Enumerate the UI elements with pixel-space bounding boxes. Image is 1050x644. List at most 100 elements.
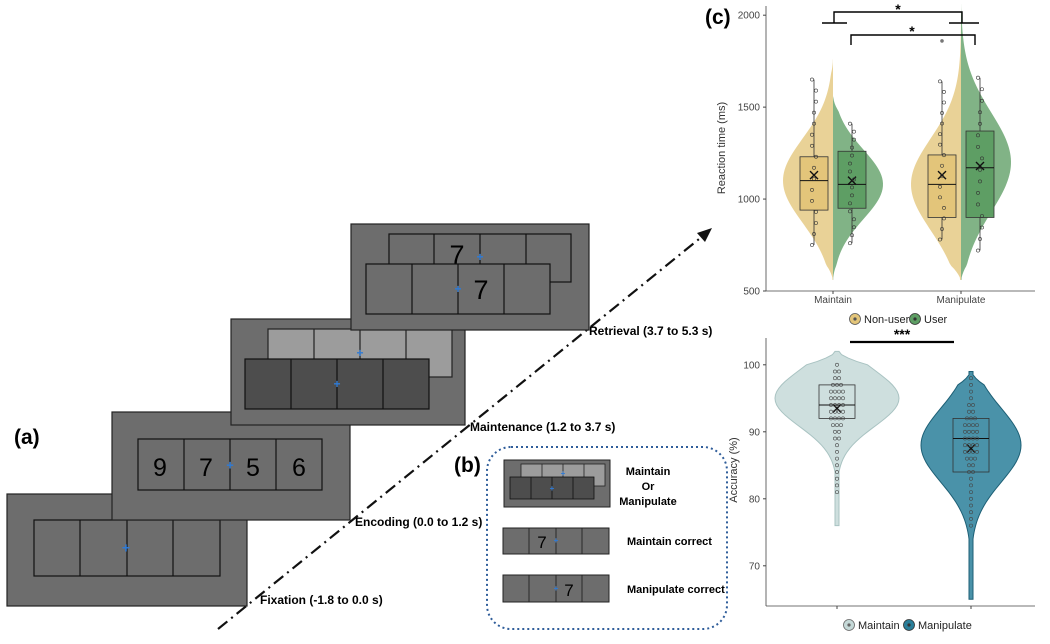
rt-box-non-user-point — [942, 100, 946, 105]
encoding-digit: 7 — [199, 454, 213, 482]
rt-box-non-user-point — [810, 143, 814, 148]
acc-box-manipulate-point — [967, 470, 971, 474]
acc-box-maintain-point — [833, 389, 837, 394]
rt-box-non-user-point — [942, 90, 946, 94]
rt-box-non-user-point — [814, 210, 818, 214]
rt-box-non-user-point — [810, 77, 814, 82]
rt-box-user-point — [848, 161, 852, 166]
rt-box-user-point — [980, 87, 984, 92]
panel-c-letter: (c) — [705, 6, 731, 29]
rt-box-non-user-point — [810, 199, 814, 203]
acc-box-maintain-point — [835, 470, 839, 474]
acc-box-manipulate-point — [971, 436, 975, 441]
acc-box-maintain-point — [833, 429, 837, 434]
fixation-cross-icon: + — [226, 457, 234, 472]
rt-box-non-user-box — [927, 154, 957, 218]
rt-violin-non-user — [911, 18, 961, 280]
rt-y-axis-title: Reaction time (ms) — [716, 102, 728, 194]
acc-box-manipulate-point — [975, 423, 979, 428]
rt-box-non-user-point — [814, 154, 818, 159]
acc-box-maintain-point — [837, 396, 841, 401]
acc-box-manipulate-point — [971, 423, 975, 428]
acc-box-maintain-point — [835, 483, 839, 488]
rt-box-non-user-point — [812, 232, 816, 236]
acc-box-manipulate-point — [971, 443, 975, 448]
rt-box-non-user-point — [810, 132, 814, 137]
acc-violin-manipulate — [920, 371, 1022, 600]
acc-box-manipulate-point — [963, 423, 967, 428]
acc-box-maintain-point — [833, 369, 837, 374]
rt-box-non-user-point — [940, 174, 944, 179]
acc-box-manipulate-point — [969, 517, 973, 521]
rt-y-tick-label: 2000 — [738, 11, 761, 22]
acc-box-maintain — [818, 384, 856, 419]
manipulate-correct-label: Manipulate correct — [627, 584, 725, 596]
rt-box-user-point — [852, 137, 856, 142]
acc-box-manipulate-point — [965, 456, 969, 461]
manipulate-correct-screen: 7 + — [502, 574, 610, 603]
acc-box-maintain-point — [833, 436, 837, 441]
acc-box-manipulate-point — [975, 449, 979, 454]
rt-y-tick-label: 1500 — [738, 103, 761, 114]
rt-box-user-point — [848, 121, 852, 126]
acc-violin-maintain — [774, 350, 900, 527]
acc-box-manipulate-point — [973, 456, 977, 461]
rt-box-user-point — [976, 133, 980, 138]
acc-box-manipulate-point — [969, 456, 973, 461]
rt-box-non-user-point — [938, 142, 942, 147]
rt-box-user-point — [850, 193, 854, 198]
acc-box-maintain-point — [835, 423, 839, 428]
rt-box-non-user-point — [938, 237, 942, 242]
acc-box-manipulate-point — [971, 463, 975, 468]
acc-box-manipulate-point — [963, 449, 967, 454]
acc-box-manipulate-point — [969, 523, 973, 528]
acc-box-maintain-point — [835, 463, 839, 468]
acc-box-manipulate-point — [969, 510, 973, 515]
label-encoding: Encoding (0.0 to 1.2 s) — [355, 515, 482, 529]
legend-user-label: User — [924, 314, 948, 326]
cue-screen: + + — [503, 459, 611, 508]
acc-box-maintain-point — [835, 490, 839, 495]
acc-box-maintain-point — [841, 396, 845, 401]
rt-box-non-user-point — [812, 110, 816, 115]
acc-box-manipulate-point — [969, 376, 973, 381]
encoding-digit: 5 — [246, 454, 260, 482]
rt-box-non-user-point — [812, 121, 816, 126]
rt-box-non-user-point — [938, 184, 942, 189]
acc-box-maintain-point — [835, 362, 839, 367]
acc-box-maintain-point — [833, 396, 837, 401]
rt-boxes — [799, 39, 995, 253]
acc-box-maintain-point — [837, 429, 841, 434]
acc-box-manipulate-point — [971, 449, 975, 454]
retrieval-probe-digit-top: 7 — [449, 240, 464, 270]
legend-maintain-label: Maintain — [858, 620, 900, 632]
acc-box-maintain-point — [831, 423, 835, 428]
acc-box-maintain-mean-marker — [832, 403, 842, 413]
acc-box-maintain-point — [829, 396, 833, 401]
fixation-cross-icon: + — [122, 540, 130, 556]
encoding-digit: 9 — [153, 454, 167, 482]
acc-y-tick-label: 80 — [749, 494, 761, 505]
fixation-cross-icon: + — [561, 469, 566, 478]
rt-significance-brackets — [822, 11, 979, 45]
rt-box-user-mean-marker — [975, 161, 985, 171]
acc-box-maintain-point — [835, 476, 839, 481]
maintain-correct-label: Maintain correct — [627, 536, 712, 548]
label-fixation: Fixation (-1.8 to 0.0 s) — [260, 593, 383, 607]
acc-box-manipulate-point — [973, 416, 977, 421]
rt-box-non-user-point — [940, 121, 944, 126]
rt-box-non-user-outlier — [940, 39, 944, 43]
acc-box-manipulate-point — [969, 503, 973, 508]
manipulate-probe-digit: 7 — [564, 581, 573, 600]
acc-box-manipulate-point — [969, 382, 973, 387]
rt-box-user-point — [976, 248, 980, 253]
acc-box-manipulate-point — [965, 416, 969, 421]
acc-box-maintain-point — [841, 389, 845, 394]
acc-box-maintain-point — [833, 403, 837, 407]
cue-label-line: Maintain — [626, 466, 671, 478]
acc-y-axis-title: Accuracy (%) — [728, 437, 740, 502]
acc-box-manipulate-point — [971, 470, 975, 474]
rt-box-user-point — [976, 144, 980, 149]
rt-box-user-point — [848, 241, 852, 246]
acc-box-manipulate-point — [969, 496, 973, 501]
